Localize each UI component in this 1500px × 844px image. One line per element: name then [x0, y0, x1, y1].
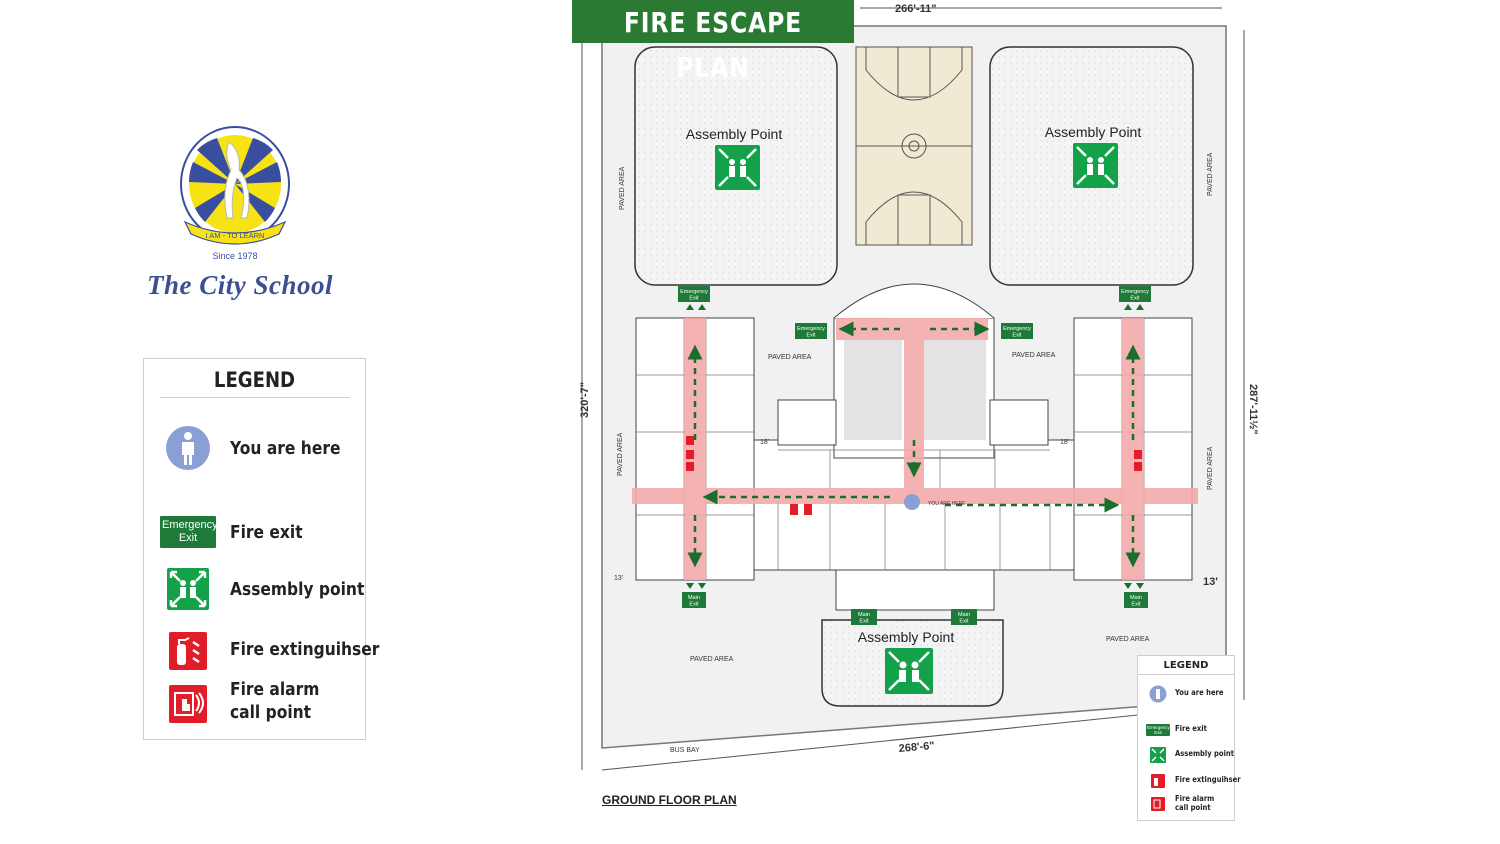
paved-area-label: PAVED AREA	[1207, 446, 1214, 490]
plan-title: FIRE ESCAPE PLAN	[572, 0, 854, 84]
legend-item-assembly-point: Assembly point	[1138, 745, 1234, 767]
fire-extinguisher-icon	[169, 632, 207, 670]
legend-label: Fire exit	[1175, 724, 1207, 733]
paved-area-label: PAVED AREA	[1012, 352, 1056, 359]
exit-sign-text: Exit	[1130, 296, 1140, 302]
dimension-bottom: 268'-6"	[898, 740, 935, 755]
paved-area-label: PAVED AREA	[768, 354, 812, 361]
assembly-point-label: Assembly Point	[1045, 124, 1142, 140]
escape-arrows	[687, 321, 1141, 568]
school-name: The City School	[146, 270, 333, 300]
assembly-point-icon	[1150, 747, 1166, 763]
legend-item-fire-alarm: Fire alarm call point	[144, 678, 365, 731]
fire-extinguisher-icon	[1151, 774, 1165, 788]
exit-sign-text: Emergency	[1121, 289, 1149, 295]
legend-label: Fire extinguihser	[1175, 775, 1241, 784]
exit-sign-text: Exit	[959, 619, 969, 625]
legend-item-fire-exit: Emergency Exit Fire exit	[144, 509, 365, 559]
dimension-top: 266'-11"	[895, 3, 936, 15]
assembly-point-label: Assembly Point	[858, 629, 955, 645]
exit-sign-text: Main	[688, 595, 700, 601]
exit-sign-text: Emergency	[680, 289, 708, 295]
you-are-here-icon	[1149, 685, 1167, 703]
sign-text: Exit	[178, 532, 198, 544]
you-are-here-label: YOU ARE HERE	[928, 501, 966, 507]
emergency-exit-signs	[678, 286, 1151, 339]
paved-area-label: PAVED AREA	[619, 166, 626, 210]
exit-sign-text: Emergency	[1003, 326, 1031, 332]
you-are-here-icon	[166, 426, 210, 470]
plan-title-text: FIRE ESCAPE PLAN	[623, 6, 803, 84]
legend-item-fire-extinguisher: Fire extinguihser	[144, 628, 379, 678]
main-exit-signs	[682, 592, 1148, 625]
legend-label-line: call point	[1175, 803, 1211, 812]
motto-text: I AM - TO LEARN	[206, 231, 265, 240]
legend-title: LEGEND	[1138, 656, 1234, 675]
legend-label: You are here	[1175, 688, 1224, 697]
exit-sign-text: Exit	[806, 333, 816, 339]
paved-area-label: PAVED AREA	[617, 432, 624, 476]
fire-alarm-icon	[169, 685, 207, 723]
legend-item-fire-extinguisher: Fire extinguihser	[1138, 771, 1241, 793]
dimension-gap: 18'	[1060, 439, 1069, 446]
exit-sign-text: Emergency	[797, 326, 825, 332]
legend-label: Fire extinguihser	[230, 639, 380, 660]
school-crest-icon: I AM - TO LEARN Since 1978	[180, 126, 290, 261]
legend-label: Assembly point	[230, 579, 365, 600]
legend-item-you-are-here: You are here	[1138, 684, 1234, 706]
legend-item-assembly-point: Assembly point	[144, 566, 365, 616]
dimension-gap: 18'	[760, 439, 769, 446]
exit-sign-text: Exit	[1131, 602, 1141, 608]
dimension-setback: 13'	[614, 575, 623, 582]
paved-area-label: PAVED AREA	[690, 656, 734, 663]
assembly-point-icon	[715, 143, 1118, 694]
legend-title: LEGEND	[159, 359, 350, 398]
legend-label-line: Fire alarm	[230, 679, 320, 700]
legend-item-you-are-here: You are here	[144, 425, 365, 475]
since-text: Since 1978	[212, 251, 257, 261]
paved-area-label: PAVED AREA	[1207, 152, 1214, 196]
paved-area-label: PAVED AREA	[1106, 636, 1150, 643]
fire-alarm-icon	[1151, 797, 1165, 811]
exit-sign-text: Main	[1130, 595, 1142, 601]
legend-label-line: Fire alarm	[1175, 794, 1215, 803]
exit-sign-text: Exit	[689, 296, 699, 302]
assembly-point-icon	[167, 568, 209, 610]
bus-bay-label: BUS BAY	[670, 747, 700, 754]
dimension-left: 320'-7"	[579, 382, 591, 418]
sign-text: Emergency	[1147, 725, 1170, 730]
you-are-here-marker	[904, 494, 920, 510]
exit-sign-text: Exit	[1012, 333, 1022, 339]
legend-label-line: call point	[230, 702, 312, 723]
legend-label: Assembly point	[1175, 749, 1235, 758]
dimension-setback: 13'	[1203, 576, 1218, 588]
legend-panel: LEGEND You are here Emergency Exit Fire …	[143, 358, 379, 740]
sign-text: Exit	[1154, 730, 1162, 735]
school-logo: I AM - TO LEARN Since 1978	[175, 122, 295, 262]
exit-sign-text: Main	[858, 612, 870, 618]
assembly-point-label: Assembly Point	[686, 126, 783, 142]
dimension-right: 287'-11½"	[1247, 384, 1259, 435]
exit-sign-text: Main	[958, 612, 970, 618]
emergency-exit-sign: Emergency Exit	[160, 516, 218, 548]
legend-label: You are here	[230, 438, 341, 459]
sign-text: Emergency	[162, 519, 218, 531]
fire-extinguisher-markers	[686, 436, 1142, 515]
exit-sign-text: Exit	[689, 602, 699, 608]
exit-sign-text: Exit	[859, 619, 869, 625]
legend-label: Fire alarm call point	[230, 678, 319, 724]
legend-label: Fire exit	[230, 522, 303, 543]
plan-caption: GROUND FLOOR PLAN	[602, 793, 737, 807]
